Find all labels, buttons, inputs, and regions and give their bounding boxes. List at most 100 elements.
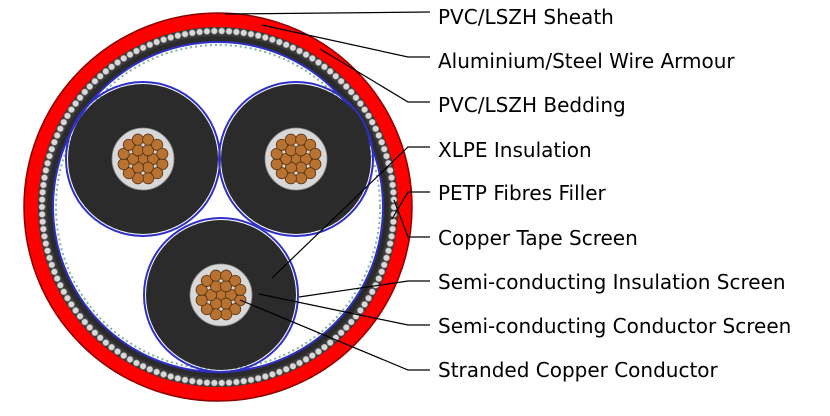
copper-strand [234,283,247,296]
label-conductor: Stranded Copper Conductor [438,358,719,382]
armour-wire [102,67,110,75]
armour-wire [91,329,99,337]
armour-wire [50,138,58,146]
armour-wire [389,218,397,226]
armour-wire [347,318,355,326]
copper-strand [117,147,130,160]
armour-wire [72,306,80,314]
copper-strand [275,138,288,151]
armour-wire [365,112,373,120]
armour-wire [44,159,52,167]
armour-wire [326,339,334,347]
armour-wire [356,306,364,314]
armour-wire [275,38,283,46]
armour-wire [352,94,360,102]
armour-wire [261,373,269,381]
armour-wire [382,254,390,262]
armour-wire [108,63,116,71]
armour-wire [72,100,80,108]
copper-strand [304,167,317,180]
copper-strand [195,294,208,307]
armour-wire [390,196,398,204]
armour-wire [365,294,373,302]
armour-wire [174,374,182,382]
armour-wire [210,379,218,387]
armour-wire [160,36,168,44]
copper-strand [142,172,155,185]
armour-wire [38,210,46,218]
armour-wire [320,63,328,71]
armour-wire [268,36,276,44]
armour-wire [342,323,350,331]
armour-wire [375,275,383,283]
leader-line-armour [261,24,430,58]
label-sheath: PVC/LSZH Sheath [438,5,614,29]
label-bedding: PVC/LSZH Bedding [438,93,626,117]
armour-wire [132,359,140,367]
armour-wire [63,112,71,120]
copper-strand [304,138,317,151]
armour-wire [386,166,394,174]
armour-wire [188,29,196,37]
armour-wire [108,343,116,351]
armour-wire [326,67,334,75]
leader-line-insulation [271,146,430,279]
armour-wire [218,27,226,35]
armour-wire [76,312,84,320]
armour-wire [314,348,322,356]
armour-wire [302,355,310,363]
armour-wire [102,339,110,347]
armour-wire [39,188,47,196]
armour-wire [48,261,56,269]
leader-line-tape [393,199,430,238]
armour-wire [368,118,376,126]
armour-wire [63,294,71,302]
armour-wire [308,352,316,360]
armour-wire [38,203,46,211]
armour-wire [46,254,54,262]
copper-strand [295,172,308,185]
leader-line-sheath [224,11,431,15]
copper-strand [200,274,213,287]
armour-wire [42,240,50,248]
armour-wire [361,106,369,114]
label-tape: Copper Tape Screen [438,226,638,250]
filler-fibres-texture [55,44,381,370]
copper-strand [309,147,322,160]
armour-wire [44,247,52,255]
armour-wire [378,138,386,146]
core-3 [143,217,299,373]
armour-wire [114,58,122,66]
armour-wire [380,145,388,153]
armour-wire [337,77,345,85]
armour-wire [96,72,104,80]
cable-cores [65,81,374,373]
armour-wire [114,348,122,356]
armour-wire [314,58,322,66]
copper-strand [122,138,135,151]
armour-wire [38,196,46,204]
armour-wire [42,166,50,174]
copper-strand [195,283,208,296]
armour-wire [368,288,376,296]
armour-wire [86,323,94,331]
armour-wire [254,32,262,40]
armour-wire [254,374,262,382]
copper-strand [229,303,242,316]
armour-wire [337,329,345,337]
copper-strand [151,167,164,180]
armour-wire [160,370,168,378]
armour-wire [40,232,48,240]
copper-strand [220,269,233,282]
copper-strand [209,269,222,282]
copper-strand [229,274,242,287]
armour-wire [167,373,175,381]
label-insulation: XLPE Insulation [438,138,592,162]
armour-wire [60,118,68,126]
label-filler: PETP Fibres Filler [438,181,607,205]
armour-wire [81,318,89,326]
core-1 [65,81,221,237]
armour-wire [53,131,61,139]
armour-wire [347,88,355,96]
armour-wire [126,51,134,59]
